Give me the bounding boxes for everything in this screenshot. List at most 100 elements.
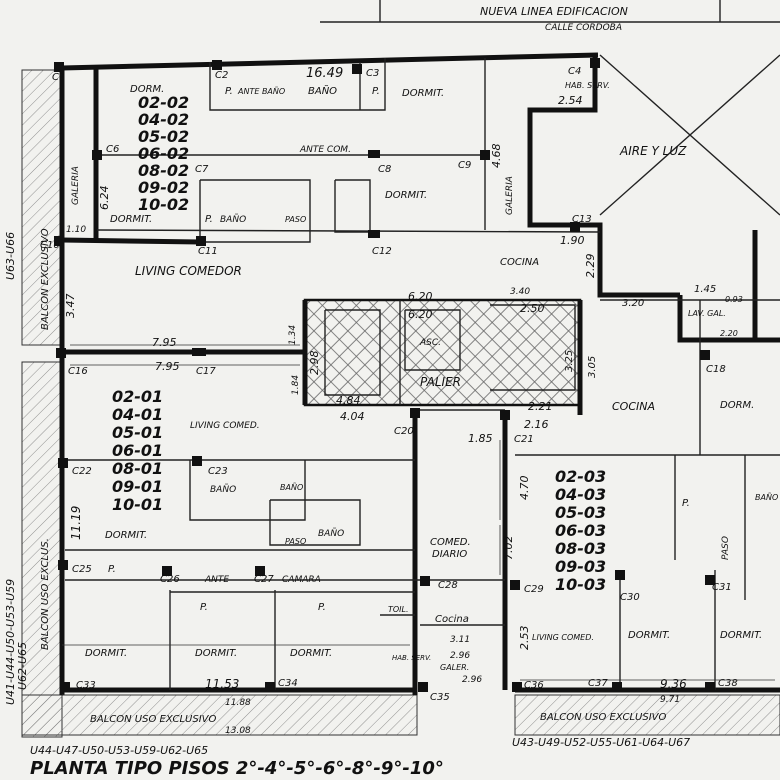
column-label: C13 [572,214,592,225]
unit-number: 10-02 [138,195,189,214]
room-label: P. [205,214,213,225]
column-label: C4 [568,66,581,77]
partitions [65,54,780,690]
unit-number: 06-03 [555,521,606,540]
dimension-value: 4.70 [518,476,531,501]
room-label: LIVING COMEDOR [135,264,242,278]
dimension-value: 0.93 [725,295,743,304]
room-label: DORM. [720,400,754,411]
unit-number: 04-02 [138,110,189,129]
dimension-value: 1.34 [288,325,298,345]
column-label: C23 [208,466,228,477]
dimension-lines [62,344,775,696]
dimension-value: 3.25 [564,350,575,372]
dimension-value: 1.85 [468,432,493,445]
room-label: P. [108,564,116,575]
unit-number: 06-01 [112,441,163,460]
column-label: C30 [620,592,640,603]
unit-number: 02-01 [112,387,163,406]
dimension-value: 16.49 [306,66,343,81]
unit-number: 05-02 [138,127,189,146]
room-label: BALCON USO EXCLUSIVO [90,714,217,725]
column-label: C37 [588,678,608,689]
room-label: HAB. SERV. [392,654,431,662]
unit-number: 04-03 [555,485,606,504]
dimension-value: 2.20 [720,329,738,338]
column-label: C34 [278,678,298,689]
column-labels: C1 C2 C3 C4 C6 C7 C8 C9 C10 C11 C12 C13 … [40,66,738,703]
column-label: C7 [195,164,209,175]
dimension-value: 6.24 [98,186,111,211]
unit-number: 10-03 [555,575,606,594]
unit-number: 09-01 [112,477,163,496]
dimension-value: 3.40 [510,287,530,297]
dimension-value: 6.20 [408,308,433,321]
dimension-value: 2.29 [584,254,597,279]
room-label: PALIER [420,375,461,389]
column-label: C35 [430,692,450,703]
column-label: C38 [718,678,738,689]
room-label: P. [682,498,690,509]
dimension-value: 3.20 [622,298,644,309]
walls [59,52,780,695]
room-label: ASC. [419,338,441,348]
unit-number: 10-01 [112,495,163,514]
unit-number: 06-02 [138,144,189,163]
room-label: P. [225,86,233,97]
dimension-value: 7.95 [152,336,177,349]
dimension-value: 6.20 [408,290,433,303]
dimension-value: 2.54 [558,94,583,107]
room-label: DORMIT. [402,88,444,99]
dimension-value: 1.84 [291,375,301,395]
dimension-value: 4.84 [336,394,361,407]
room-label: BAÑO [210,484,236,495]
dimension-value: 9.36 [660,677,687,691]
column-label: C26 [160,574,180,585]
room-label: DORMIT. [628,630,670,641]
room-label: BALCON USO EXCLUS. [40,538,51,650]
unit-03-list: 02-03 04-03 05-03 06-03 08-03 09-03 10-0… [555,467,606,594]
room-labels: DORM. P. ANTE BAÑO BAÑO P. DORMIT. HAB. … [40,81,778,725]
room-label: LAV. GAL. [688,309,726,318]
column-label: C36 [524,680,544,691]
room-label: BAÑO [308,84,337,97]
unit-02-list: 02-02 04-02 05-02 06-02 08-02 09-02 10-0… [138,93,189,214]
room-label: PASO [721,536,731,560]
dimension-value: 1.45 [694,284,716,295]
room-label: DIARIO [432,549,467,560]
palier-area [303,298,582,407]
column-label: C3 [366,68,379,79]
column-label: C18 [706,364,726,375]
column-label: C25 [72,564,92,575]
column-label: C12 [372,246,392,257]
unit-number: 08-01 [112,459,163,478]
room-label: LIVING COMED. [190,421,260,431]
room-label: BALCON USO EXCLUSIVO [540,712,667,723]
column-label: C21 [514,434,534,445]
room-label: DORMIT. [105,530,147,541]
street-name-label: CALLE CORDOBA [545,23,622,33]
dimension-value: 3.47 [64,294,77,319]
dimension-value: 4.04 [340,410,365,423]
column-label: C8 [378,164,391,175]
room-label: LIVING COMED. [532,633,594,642]
dimension-value: 2.21 [528,400,553,413]
room-label: DORM. [130,84,164,95]
column-markers [54,58,715,692]
room-label: DORMIT. [110,214,152,225]
unit-number: 05-01 [112,423,163,442]
column-label: C22 [72,466,92,477]
unit-01-list: 02-01 04-01 05-01 06-01 08-01 09-01 10-0… [112,387,163,514]
column-label: C16 [68,366,88,377]
room-label: ANTE BAÑO [237,86,285,96]
room-label: DORMIT. [290,648,332,659]
room-label: DORMIT. [85,648,127,659]
column-label: C11 [198,246,218,257]
unit-number: 04-01 [112,405,163,424]
street-header: NUEVA LINEA EDIFICACION CALLE CORDOBA [320,0,780,33]
unit-number: 09-02 [138,178,189,197]
room-label: DORMIT. [720,630,762,641]
dimension-value: 9.71 [660,695,680,705]
column-label: C6 [106,144,119,155]
room-label: COCINA [612,400,655,413]
